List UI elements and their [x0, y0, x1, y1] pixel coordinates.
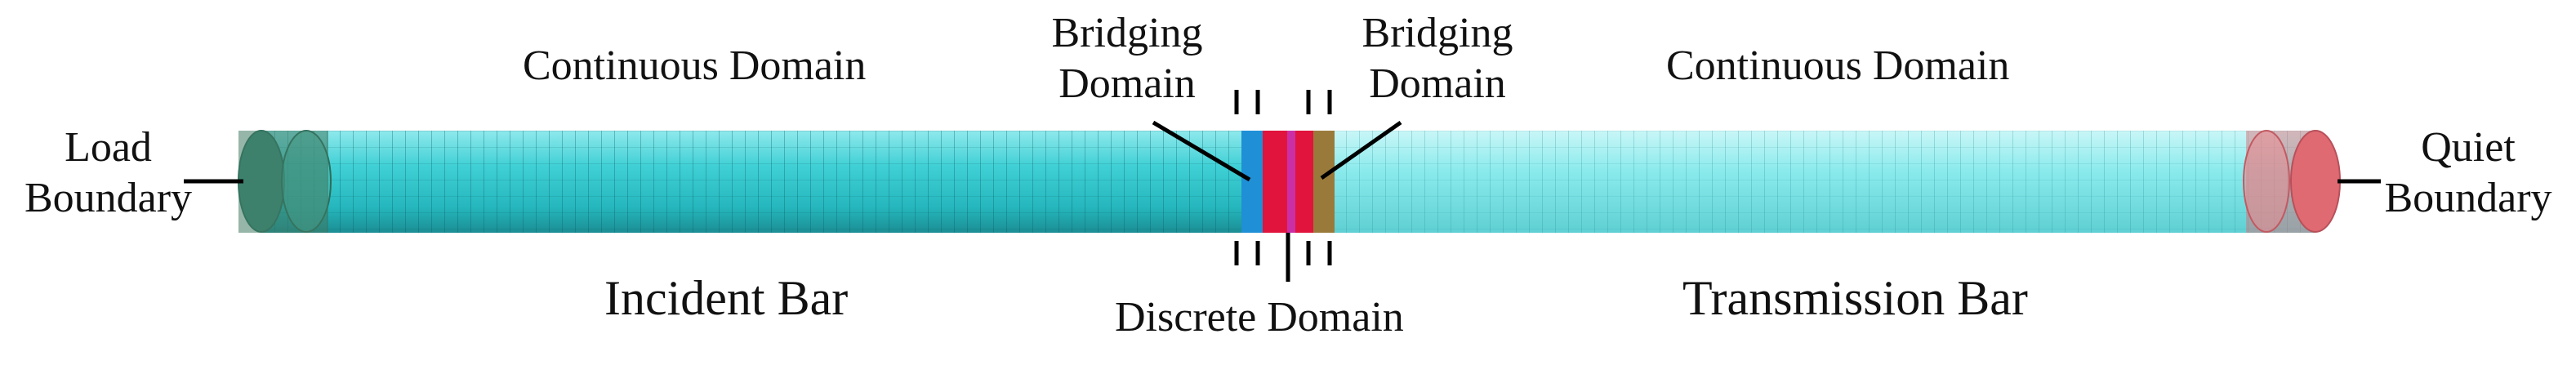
transmission-bar-label: Transmission Bar	[1682, 271, 2028, 325]
bridging-left-leader	[1152, 120, 1251, 182]
bridging-right-line1: Bridging	[1362, 10, 1513, 56]
continuous-domain-right-label: Continuous Domain	[1666, 42, 2010, 89]
quiet-cap-near	[2290, 130, 2341, 233]
bridging-domain-right-label: Bridging Domain	[1348, 8, 1527, 109]
bridging-right-line2: Domain	[1369, 60, 1506, 107]
quiet-boundary-line1: Quiet	[2421, 124, 2516, 171]
bridging-domain-left	[1241, 131, 1263, 233]
incident-bar	[238, 130, 1241, 233]
bridging-domain-left-label: Bridging Domain	[1037, 8, 1217, 109]
load-boundary-line1: Load	[65, 124, 152, 171]
discrete-domain-highlight	[1287, 131, 1295, 233]
bridging-left-line2: Domain	[1058, 60, 1196, 107]
interface-region	[1241, 131, 1335, 233]
boundary-markers	[1234, 90, 1332, 265]
bridging-left-line1: Bridging	[1051, 10, 1203, 56]
load-boundary-line2: Boundary	[24, 175, 193, 221]
load-cap-band	[238, 131, 328, 233]
bridging-domain-right	[1313, 131, 1335, 233]
transmission-bar-mesh	[1335, 131, 2315, 233]
quiet-boundary-label: Quiet Boundary	[2360, 122, 2576, 224]
quiet-cap-far	[2243, 130, 2290, 233]
discrete-domain-label: Discrete Domain	[1115, 294, 1404, 341]
continuous-domain-left-label: Continuous Domain	[523, 42, 867, 89]
bridging-right-leader	[1320, 120, 1402, 180]
incident-bar-mesh	[261, 131, 1241, 233]
quiet-boundary-line2: Boundary	[2384, 175, 2552, 221]
load-boundary-label: Load Boundary	[0, 122, 216, 224]
leader-lines	[184, 120, 2381, 282]
incident-bar-label: Incident Bar	[604, 271, 849, 325]
transmission-bar	[1335, 130, 2341, 233]
